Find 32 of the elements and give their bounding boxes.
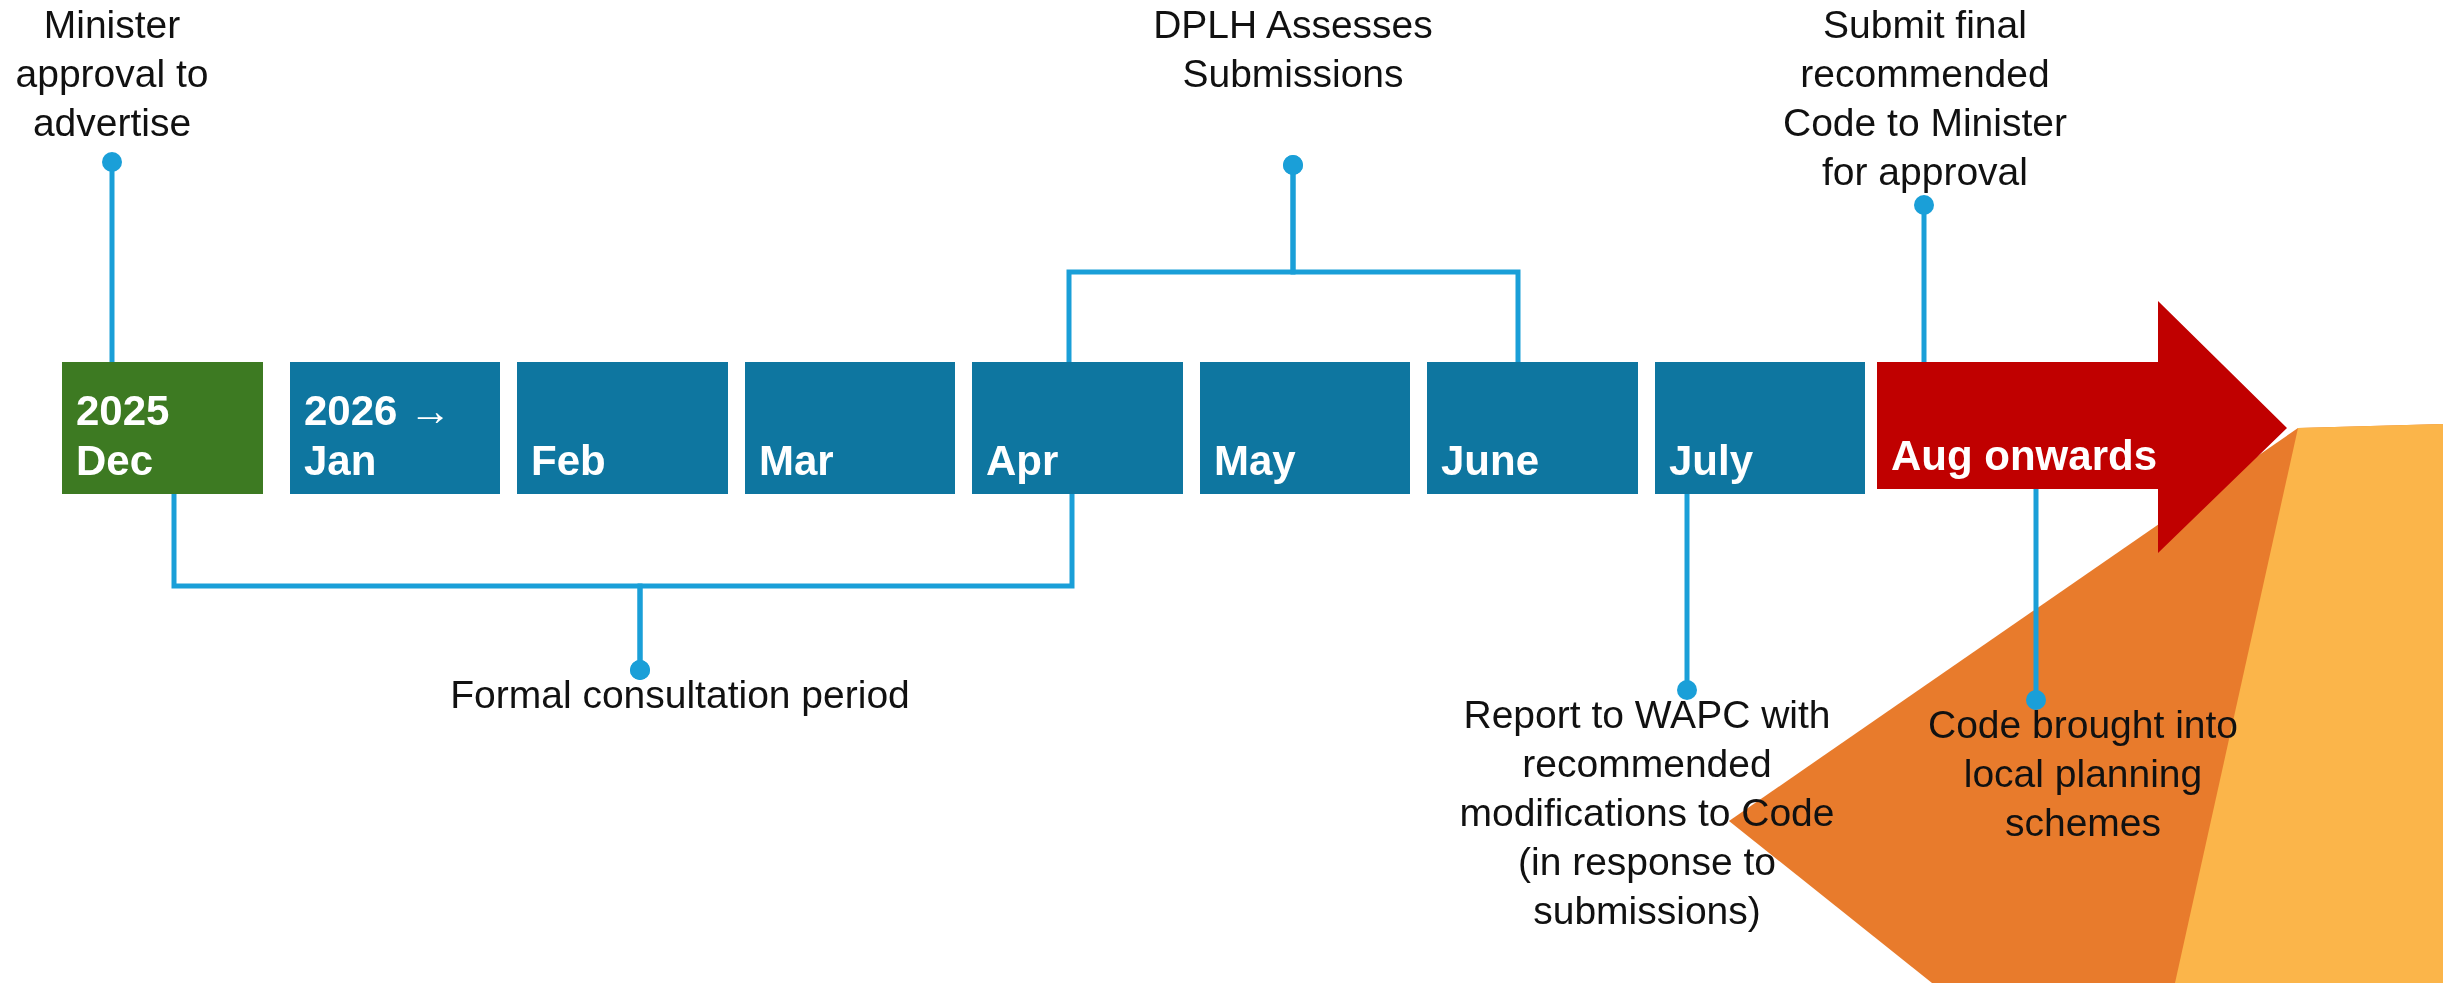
annotation-label: Report to WAPC with recommended modifications to Code (in response to submissions) [1458, 692, 1836, 934]
annotation-label: DPLH Assesses Submissions [1152, 2, 1434, 97]
leader-line [1677, 494, 1697, 700]
month-label: May [1214, 436, 1297, 486]
month-label: 2026 → [304, 386, 453, 436]
month-block [1200, 362, 1410, 494]
month-block [517, 362, 728, 494]
month-block [972, 362, 1183, 494]
annotation-label: Formal consultation period [450, 672, 910, 718]
month-label: Apr [986, 436, 1060, 486]
leader-line [1914, 195, 1934, 362]
month-block [1655, 362, 1865, 494]
month-block [290, 362, 500, 494]
month-label: Mar [759, 436, 835, 486]
month-label: July [1669, 436, 1755, 486]
leader-line [1283, 155, 1521, 362]
month-label: Jan [304, 436, 378, 486]
month-label: 2025 [76, 386, 171, 436]
month-label: Aug onwards [1891, 431, 2158, 481]
leader-line [2026, 489, 2046, 710]
month-label: Feb [531, 436, 607, 486]
month-block [745, 362, 955, 494]
annotation-label: Minister approval to advertise [14, 2, 210, 146]
leader-line [630, 494, 1075, 680]
leader-line [102, 152, 122, 362]
arrow-block [1877, 301, 2287, 553]
annotation-label: Submit final recommended Code to Minister for approval [1782, 2, 2068, 195]
month-label: June [1441, 436, 1541, 486]
annotation-label: Code brought into local planning schemes [1926, 702, 2240, 846]
month-block [62, 362, 263, 494]
month-block [1427, 362, 1638, 494]
month-label: Dec [76, 436, 155, 486]
